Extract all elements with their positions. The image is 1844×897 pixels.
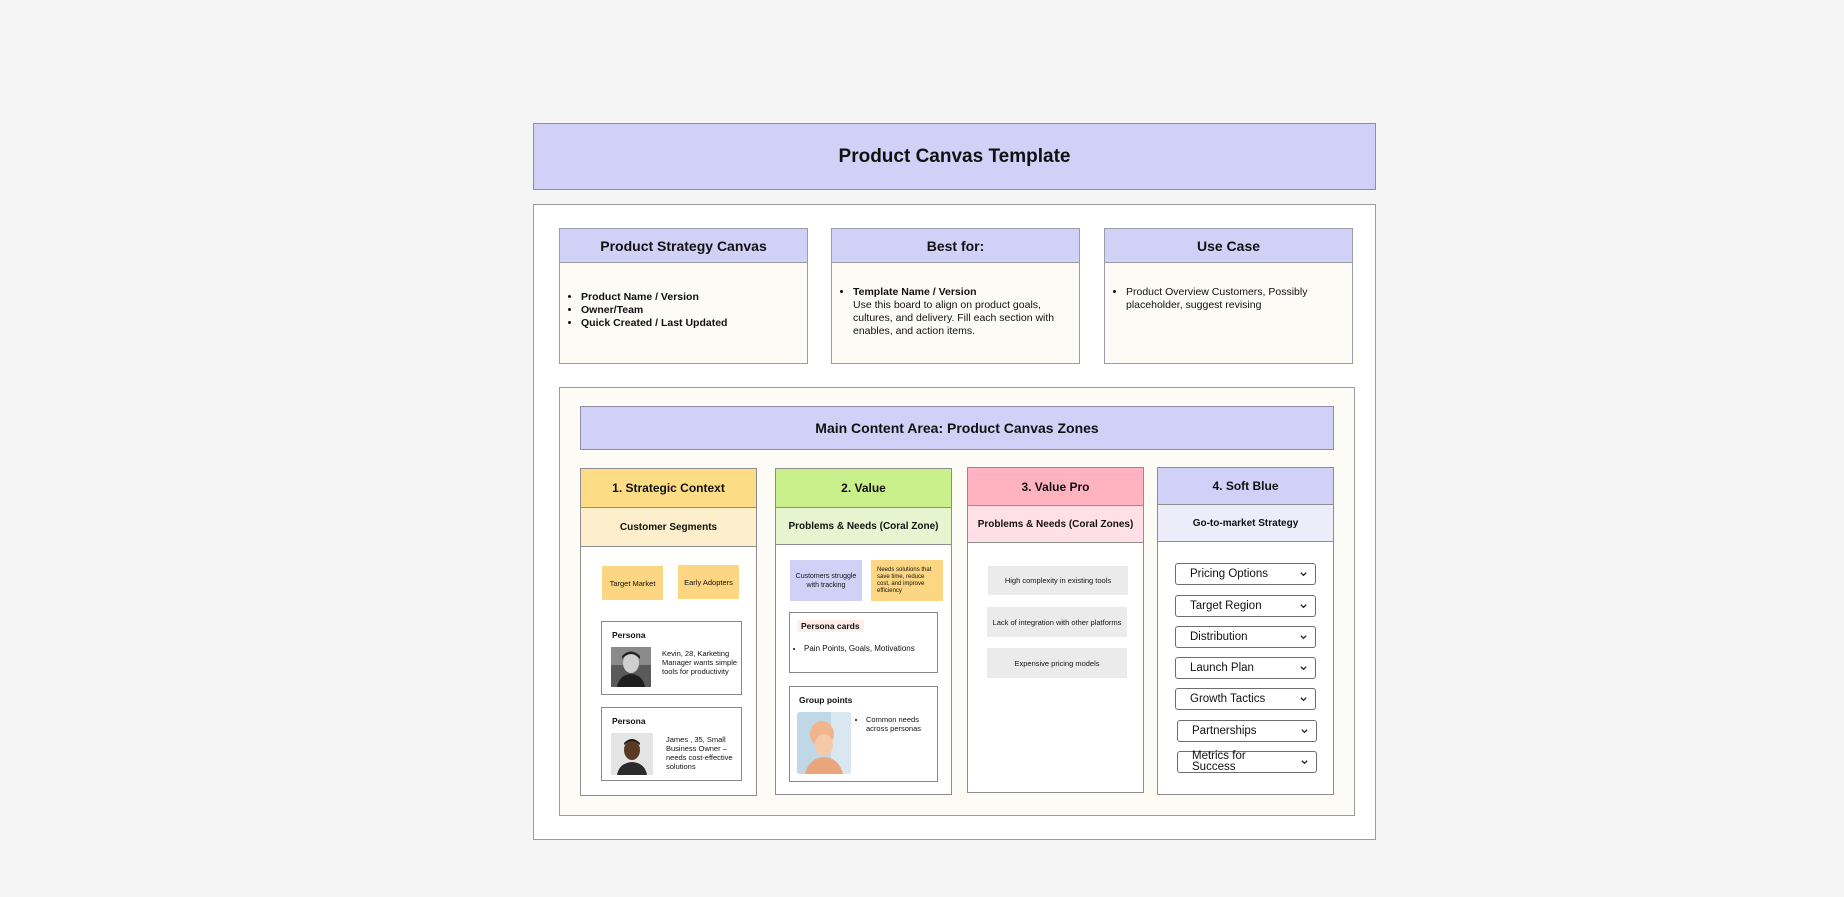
chevron-down-icon <box>1301 729 1308 734</box>
select-partnerships[interactable]: Partnerships <box>1177 720 1317 742</box>
problem-item[interactable]: High complexity in existing tools <box>988 566 1128 595</box>
list-item: Product Name / Version <box>581 291 797 304</box>
group-points-label: Group points <box>799 695 853 705</box>
list-item: Pain Points, Goals, Motivations <box>804 644 915 653</box>
avatar <box>797 712 851 774</box>
problem-item[interactable]: Expensive pricing models <box>987 648 1127 678</box>
zone-subtitle: Problems & Needs (Coral Zone) <box>776 508 951 545</box>
chevron-down-icon <box>1300 572 1307 577</box>
header-card-strategy[interactable]: Product Strategy Canvas Product Name / V… <box>559 228 808 364</box>
avatar <box>611 647 651 687</box>
list-item: Owner/Team <box>581 304 797 317</box>
list-item: Common needs across personas <box>866 715 942 733</box>
select-value: Metrics for Success <box>1192 750 1246 773</box>
header-card-title: Best for: <box>832 229 1079 263</box>
select-value: Partnerships <box>1192 724 1257 737</box>
select-pricing-options[interactable]: Pricing Options <box>1175 563 1316 585</box>
header-card-best-for[interactable]: Best for: Template Name / Version Use th… <box>831 228 1080 364</box>
sticky-customers-struggle[interactable]: Customers struggle with tracking <box>790 560 862 601</box>
select-value: Launch Plan <box>1190 661 1254 674</box>
zone-strategic-context[interactable]: 1. Strategic Context Customer Segments T… <box>580 468 757 796</box>
zone-subtitle: Customer Segments <box>581 508 756 547</box>
zone-title: 1. Strategic Context <box>581 469 756 508</box>
persona-cards-label: Persona cards <box>797 620 864 632</box>
zone-value[interactable]: 2. Value Problems & Needs (Coral Zone) C… <box>775 468 952 795</box>
avatar <box>611 733 653 775</box>
page-title-bar: Product Canvas Template <box>533 123 1376 190</box>
persona-description: James , 35, Small Business Owner – needs… <box>666 735 733 771</box>
persona-description: Kevin, 28, Karketing Manager wants simpl… <box>662 649 738 676</box>
zone-title: 3. Value Pro <box>968 468 1143 506</box>
sticky-target-market[interactable]: Target Market <box>602 566 663 600</box>
chevron-down-icon <box>1301 760 1308 765</box>
zone-soft-blue[interactable]: 4. Soft Blue Go-to-market Strategy Prici… <box>1157 467 1334 795</box>
zone-title: 2. Value <box>776 469 951 508</box>
list-item-bold: Template Name / Version <box>853 286 977 298</box>
header-card-list: Template Name / Version Use this board t… <box>842 286 1055 338</box>
header-card-title: Product Strategy Canvas <box>560 229 807 263</box>
sticky-needs-solutions[interactable]: Needs solutions that save time, reduce c… <box>871 560 943 601</box>
zone-subtitle: Problems & Needs (Coral Zones) <box>968 506 1143 543</box>
select-value: Distribution <box>1190 630 1248 643</box>
select-target-region[interactable]: Target Region <box>1175 595 1316 617</box>
persona-label: Persona <box>612 716 646 726</box>
list-item: Product Overview Customers, Possibly pla… <box>1126 286 1328 312</box>
header-card-list: Product Overview Customers, Possibly pla… <box>1115 286 1328 312</box>
chevron-down-icon <box>1300 666 1307 671</box>
page-title: Product Canvas Template <box>838 145 1071 167</box>
persona-card[interactable]: Persona James , 35, Small Business Owner… <box>601 707 742 781</box>
header-card-use-case[interactable]: Use Case Product Overview Customers, Pos… <box>1104 228 1353 364</box>
list-item: Template Name / Version Use this board t… <box>853 286 1055 338</box>
list-item-text: Use this board to align on product goals… <box>853 299 1055 337</box>
zone-title: 4. Soft Blue <box>1158 468 1333 505</box>
select-launch-plan[interactable]: Launch Plan <box>1175 657 1316 679</box>
zone-value-pro[interactable]: 3. Value Pro Problems & Needs (Coral Zon… <box>967 467 1144 793</box>
persona-cards-box[interactable]: Persona cards Pain Points, Goals, Motiva… <box>789 612 938 673</box>
select-value: Pricing Options <box>1190 567 1268 580</box>
main-content-title: Main Content Area: Product Canvas Zones <box>580 406 1334 450</box>
sticky-early-adopters[interactable]: Early Adopters <box>678 565 739 599</box>
persona-label: Persona <box>612 630 646 640</box>
chevron-down-icon <box>1300 604 1307 609</box>
zone-subtitle: Go-to-market Strategy <box>1158 505 1333 542</box>
header-card-list: Product Name / Version Owner/Team Quick … <box>570 291 797 330</box>
chevron-down-icon <box>1300 697 1307 702</box>
persona-card[interactable]: Persona Kevin, 28, Karketing Manager wan… <box>601 621 742 695</box>
chevron-down-icon <box>1300 635 1307 640</box>
group-points-box[interactable]: Group points Common needs across persona… <box>789 686 938 782</box>
list-item: Quick Created / Last Updated <box>581 317 797 330</box>
select-metrics-for-success[interactable]: Metrics for Success <box>1177 750 1317 773</box>
header-card-title: Use Case <box>1105 229 1352 263</box>
select-growth-tactics[interactable]: Growth Tactics <box>1175 688 1316 710</box>
select-value: Growth Tactics <box>1190 692 1266 705</box>
select-distribution[interactable]: Distribution <box>1175 626 1316 648</box>
select-value: Target Region <box>1190 599 1262 612</box>
problem-item[interactable]: Lack of integration with other platforms <box>987 607 1127 637</box>
